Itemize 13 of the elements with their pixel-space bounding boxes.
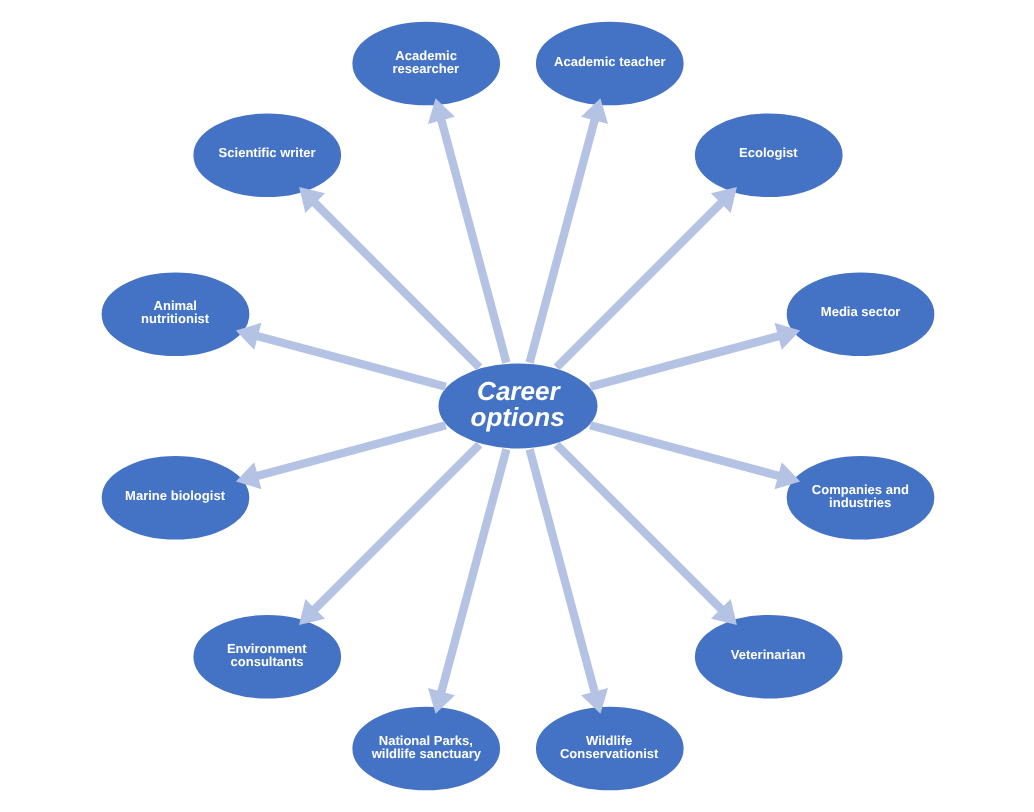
arrow — [234, 421, 446, 490]
arrow — [298, 441, 482, 625]
arrow — [524, 98, 608, 364]
arrow — [552, 441, 736, 625]
arrow — [298, 187, 482, 371]
node-ellipse: Career options — [435, 361, 599, 451]
arrow — [552, 187, 736, 371]
arrow — [588, 421, 800, 490]
arrow — [426, 448, 510, 714]
arrow — [426, 98, 510, 364]
arrow — [234, 322, 446, 391]
arrow — [588, 322, 800, 391]
arrow — [524, 448, 608, 714]
